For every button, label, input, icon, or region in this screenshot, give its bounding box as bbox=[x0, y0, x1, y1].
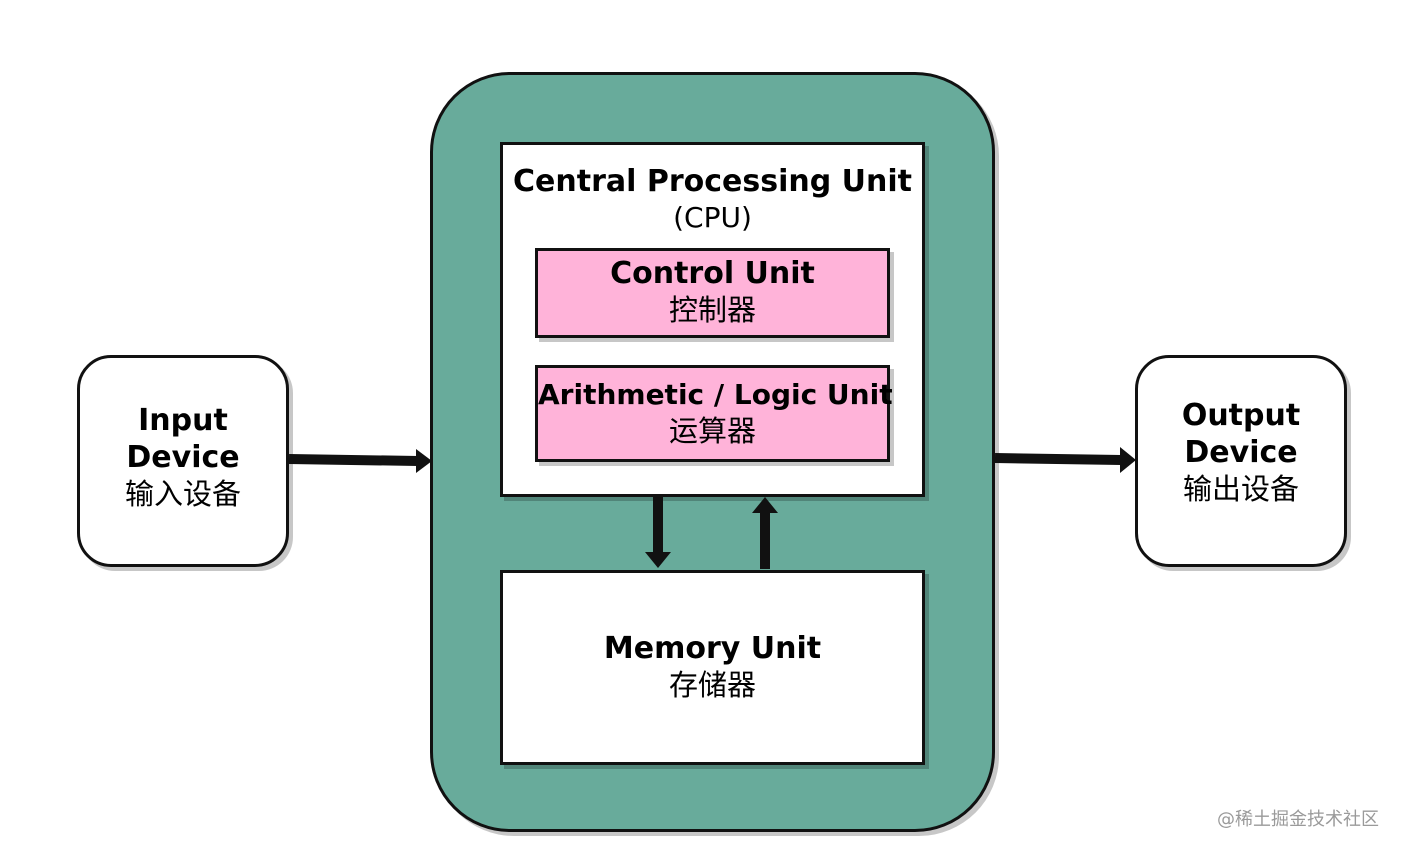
output-device-subtitle: 输出设备 bbox=[1182, 472, 1299, 506]
input-device-box: Input Device 输入设备 bbox=[77, 355, 289, 567]
input-device-title-line2: Device bbox=[126, 440, 240, 475]
cpu-label: Central Processing Unit (CPU) bbox=[503, 163, 922, 236]
watermark: @稀土掘金技术社区 bbox=[1217, 809, 1379, 830]
input-device-subtitle: 输入设备 bbox=[124, 477, 241, 511]
input-to-cpu-arrow bbox=[288, 449, 432, 473]
control-unit-box: Control Unit 控制器 bbox=[535, 248, 890, 338]
control-unit-label: Control Unit 控制器 bbox=[538, 255, 887, 329]
control-unit-title: Control Unit bbox=[610, 256, 815, 291]
output-device-title-line2: Device bbox=[1184, 435, 1298, 470]
input-device-label: Input Device 输入设备 bbox=[80, 402, 286, 513]
output-device-label: Output Device 输出设备 bbox=[1138, 397, 1344, 508]
alu-title: Arithmetic / Logic Unit bbox=[538, 378, 893, 411]
memory-unit-subtitle: 存储器 bbox=[668, 668, 756, 702]
cpu-subtitle: (CPU) bbox=[673, 201, 752, 234]
cpu-title: Central Processing Unit bbox=[513, 164, 912, 199]
alu-box: Arithmetic / Logic Unit 运算器 bbox=[535, 365, 893, 462]
control-unit-subtitle: 控制器 bbox=[668, 293, 756, 327]
memory-unit-label: Memory Unit 存储器 bbox=[503, 630, 922, 704]
alu-label: Arithmetic / Logic Unit 运算器 bbox=[538, 376, 893, 450]
memory-unit-title: Memory Unit bbox=[603, 631, 822, 666]
input-device-title-line1: Input bbox=[138, 403, 228, 438]
memory-to-cpu-arrow bbox=[752, 497, 778, 569]
output-device-box: Output Device 输出设备 bbox=[1135, 355, 1347, 567]
alu-subtitle: 运算器 bbox=[668, 414, 756, 448]
memory-unit-box: Memory Unit 存储器 bbox=[500, 570, 925, 765]
output-device-title-line1: Output bbox=[1181, 398, 1301, 433]
cpu-to-memory-arrow bbox=[645, 497, 671, 568]
cpu-to-output-arrow bbox=[994, 447, 1136, 473]
